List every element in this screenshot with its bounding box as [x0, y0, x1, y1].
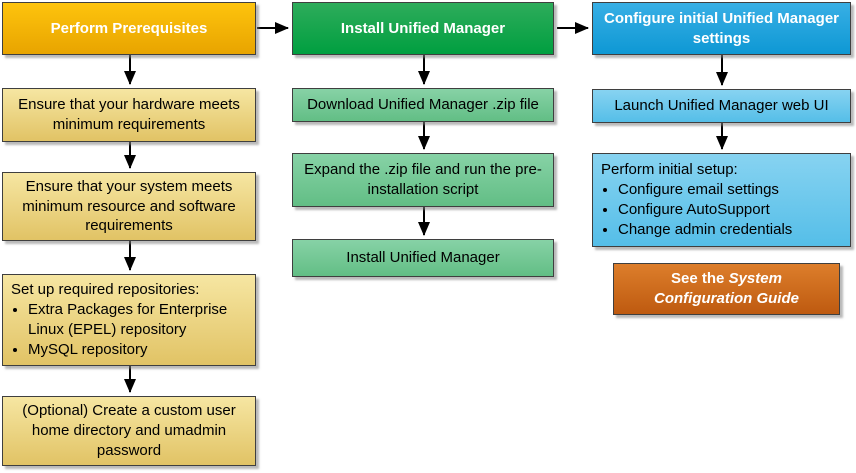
header-configure-initial-settings: Configure initial Unified Manager settin… — [592, 2, 851, 55]
header-label: Configure initial Unified Manager settin… — [603, 9, 839, 47]
step-title: Set up required repositories: — [11, 281, 200, 299]
header-install-unified-manager: Install Unified Manager — [292, 2, 554, 55]
step-expand-zip: Expand the .zip file and run the pre-ins… — [292, 153, 554, 207]
step-install-unified-manager: Install Unified Manager — [292, 239, 554, 277]
step-text: Expand the .zip file and run the pre-ins… — [304, 161, 542, 198]
step-text: Ensure that your system meets minimum re… — [22, 177, 236, 235]
bullet-item: Extra Packages for Enterprise Linux (EPE… — [28, 300, 247, 340]
header-perform-prerequisites: Perform Prerequisites — [2, 2, 256, 55]
bullet-item: Configure email settings — [618, 180, 842, 200]
header-label: Perform Prerequisites — [50, 19, 208, 37]
bullet-item: MySQL repository — [28, 340, 247, 360]
step-custom-user-home: (Optional) Create a custom user home dir… — [2, 396, 256, 466]
step-text: Download Unified Manager .zip file — [307, 96, 539, 114]
step-perform-initial-setup: Perform initial setup: Configure email s… — [592, 153, 851, 247]
step-text: Ensure that your hardware meets minimum … — [18, 96, 240, 133]
step-hardware-requirements: Ensure that your hardware meets minimum … — [2, 88, 256, 142]
header-label: Install Unified Manager — [340, 19, 506, 37]
step-download-zip: Download Unified Manager .zip file — [292, 88, 554, 122]
step-title: Perform initial setup: — [601, 161, 738, 179]
note-system-configuration-guide: See the System Configuration Guide — [613, 263, 840, 315]
bullet-item: Configure AutoSupport — [618, 200, 842, 220]
step-text: Launch Unified Manager web UI — [614, 97, 829, 115]
note-prefix: See the — [671, 270, 725, 288]
note-text: See the System Configuration Guide — [622, 269, 831, 309]
step-set-up-repositories: Set up required repositories: Extra Pack… — [2, 274, 256, 366]
bullet-list: Extra Packages for Enterprise Linux (EPE… — [11, 300, 247, 359]
step-launch-web-ui: Launch Unified Manager web UI — [592, 89, 851, 123]
step-text: Install Unified Manager — [346, 249, 500, 267]
step-system-requirements: Ensure that your system meets minimum re… — [2, 172, 256, 241]
step-text: (Optional) Create a custom user home dir… — [22, 402, 236, 459]
bullet-item: Change admin credentials — [618, 220, 842, 240]
bullet-list: Configure email settings Configure AutoS… — [601, 180, 842, 239]
note-guide-title: System Configuration Guide — [654, 270, 799, 307]
